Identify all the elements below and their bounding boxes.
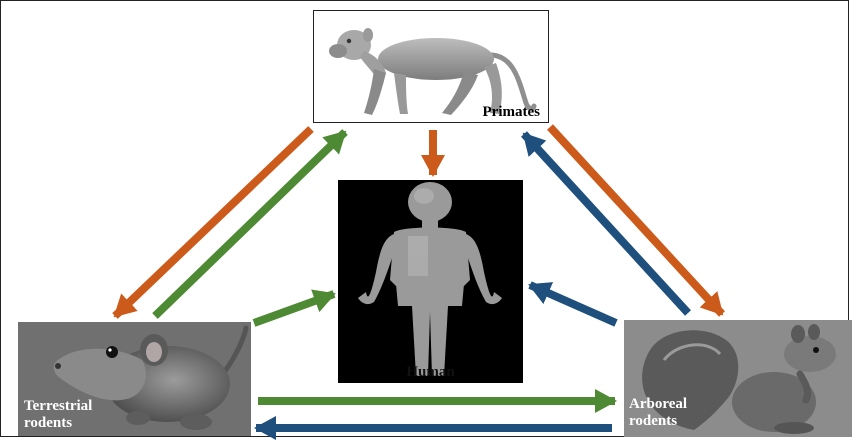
human-label: Human [338,364,523,381]
arrow-primates-to-terrestrial [115,129,311,316]
terrestrial-rodents-node: Terrestrial rodents [18,322,251,436]
arrow-primates-to-arboreal [550,127,722,314]
primates-node: Primates [313,10,549,123]
arboreal-rodents-node: Arboreal rodents [624,320,852,437]
human-node: Human [338,180,523,383]
arrow-arboreal-to-primates [524,134,688,313]
human-figure-image [338,180,523,383]
terrestrial-rodents-label: Terrestrial rodents [24,398,92,432]
primates-label: Primates [483,104,540,121]
arboreal-rodents-label: Arboreal rodents [629,396,687,430]
arrow-terrestrial-to-primates [155,132,345,316]
arrow-arboreal-to-human [530,285,616,323]
arrow-terrestrial-to-human [254,294,334,323]
